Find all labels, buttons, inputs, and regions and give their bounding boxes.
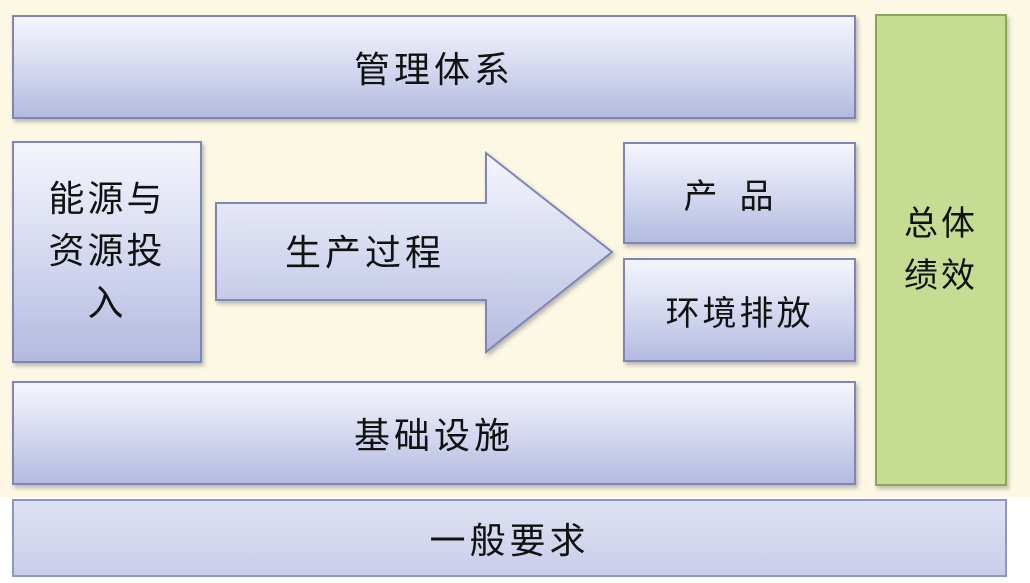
management-system-box: 管理体系 xyxy=(12,15,856,119)
infrastructure-box: 基础设施 xyxy=(12,381,856,485)
energy-input-box: 能源与资源投入 xyxy=(12,141,202,363)
product-box: 产品 xyxy=(623,142,856,244)
environmental-emission-label: 环境排放 xyxy=(665,293,814,334)
general-requirements-label: 一般要求 xyxy=(429,521,590,562)
production-arrow-shape xyxy=(215,150,614,355)
general-requirements-box: 一般要求 xyxy=(12,499,1007,577)
overall-performance-label: 总体绩效 xyxy=(904,204,978,296)
production-process-label: 生产过程 xyxy=(284,233,445,274)
infrastructure-label: 基础设施 xyxy=(353,416,514,457)
overall-performance-box: 总体绩效 xyxy=(875,14,1007,486)
management-system-label: 管理体系 xyxy=(353,50,514,91)
energy-input-label: 能源与资源投入 xyxy=(48,179,166,324)
environmental-emission-box: 环境排放 xyxy=(623,258,856,362)
product-label: 产品 xyxy=(683,176,796,217)
